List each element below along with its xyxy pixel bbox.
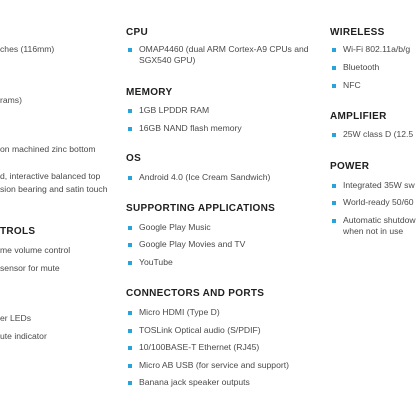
bullet-icon bbox=[332, 201, 336, 205]
amplifier-heading: AMPLIFIER bbox=[330, 111, 387, 122]
bullet-icon bbox=[128, 109, 132, 113]
os-heading: OS bbox=[126, 153, 142, 164]
left-partial-heading: TROLS bbox=[0, 226, 36, 237]
bullet-icon bbox=[332, 66, 336, 70]
bullet-icon bbox=[332, 133, 336, 137]
bullet-icon bbox=[128, 48, 132, 52]
bullet-icon bbox=[128, 243, 132, 247]
bullet-icon bbox=[128, 176, 132, 180]
bullet-icon bbox=[332, 48, 336, 52]
connectors-heading: CONNECTORS AND PORTS bbox=[126, 288, 265, 299]
bullet-icon bbox=[128, 127, 132, 131]
bullet-icon bbox=[128, 261, 132, 265]
bullet-icon bbox=[128, 329, 132, 333]
bullet-icon bbox=[128, 226, 132, 230]
bullet-icon bbox=[332, 219, 336, 223]
bullet-icon bbox=[332, 84, 336, 88]
bullet-icon bbox=[128, 311, 132, 315]
power-heading: POWER bbox=[330, 161, 370, 172]
bullet-icon bbox=[332, 184, 336, 188]
bullet-icon bbox=[128, 364, 132, 368]
wireless-heading: WIRELESS bbox=[330, 27, 385, 38]
apps-heading: SUPPORTING APPLICATIONS bbox=[126, 203, 276, 214]
memory-heading: MEMORY bbox=[126, 87, 173, 98]
cpu-heading: CPU bbox=[126, 27, 149, 38]
bullet-icon bbox=[128, 381, 132, 385]
bullet-icon bbox=[128, 346, 132, 350]
